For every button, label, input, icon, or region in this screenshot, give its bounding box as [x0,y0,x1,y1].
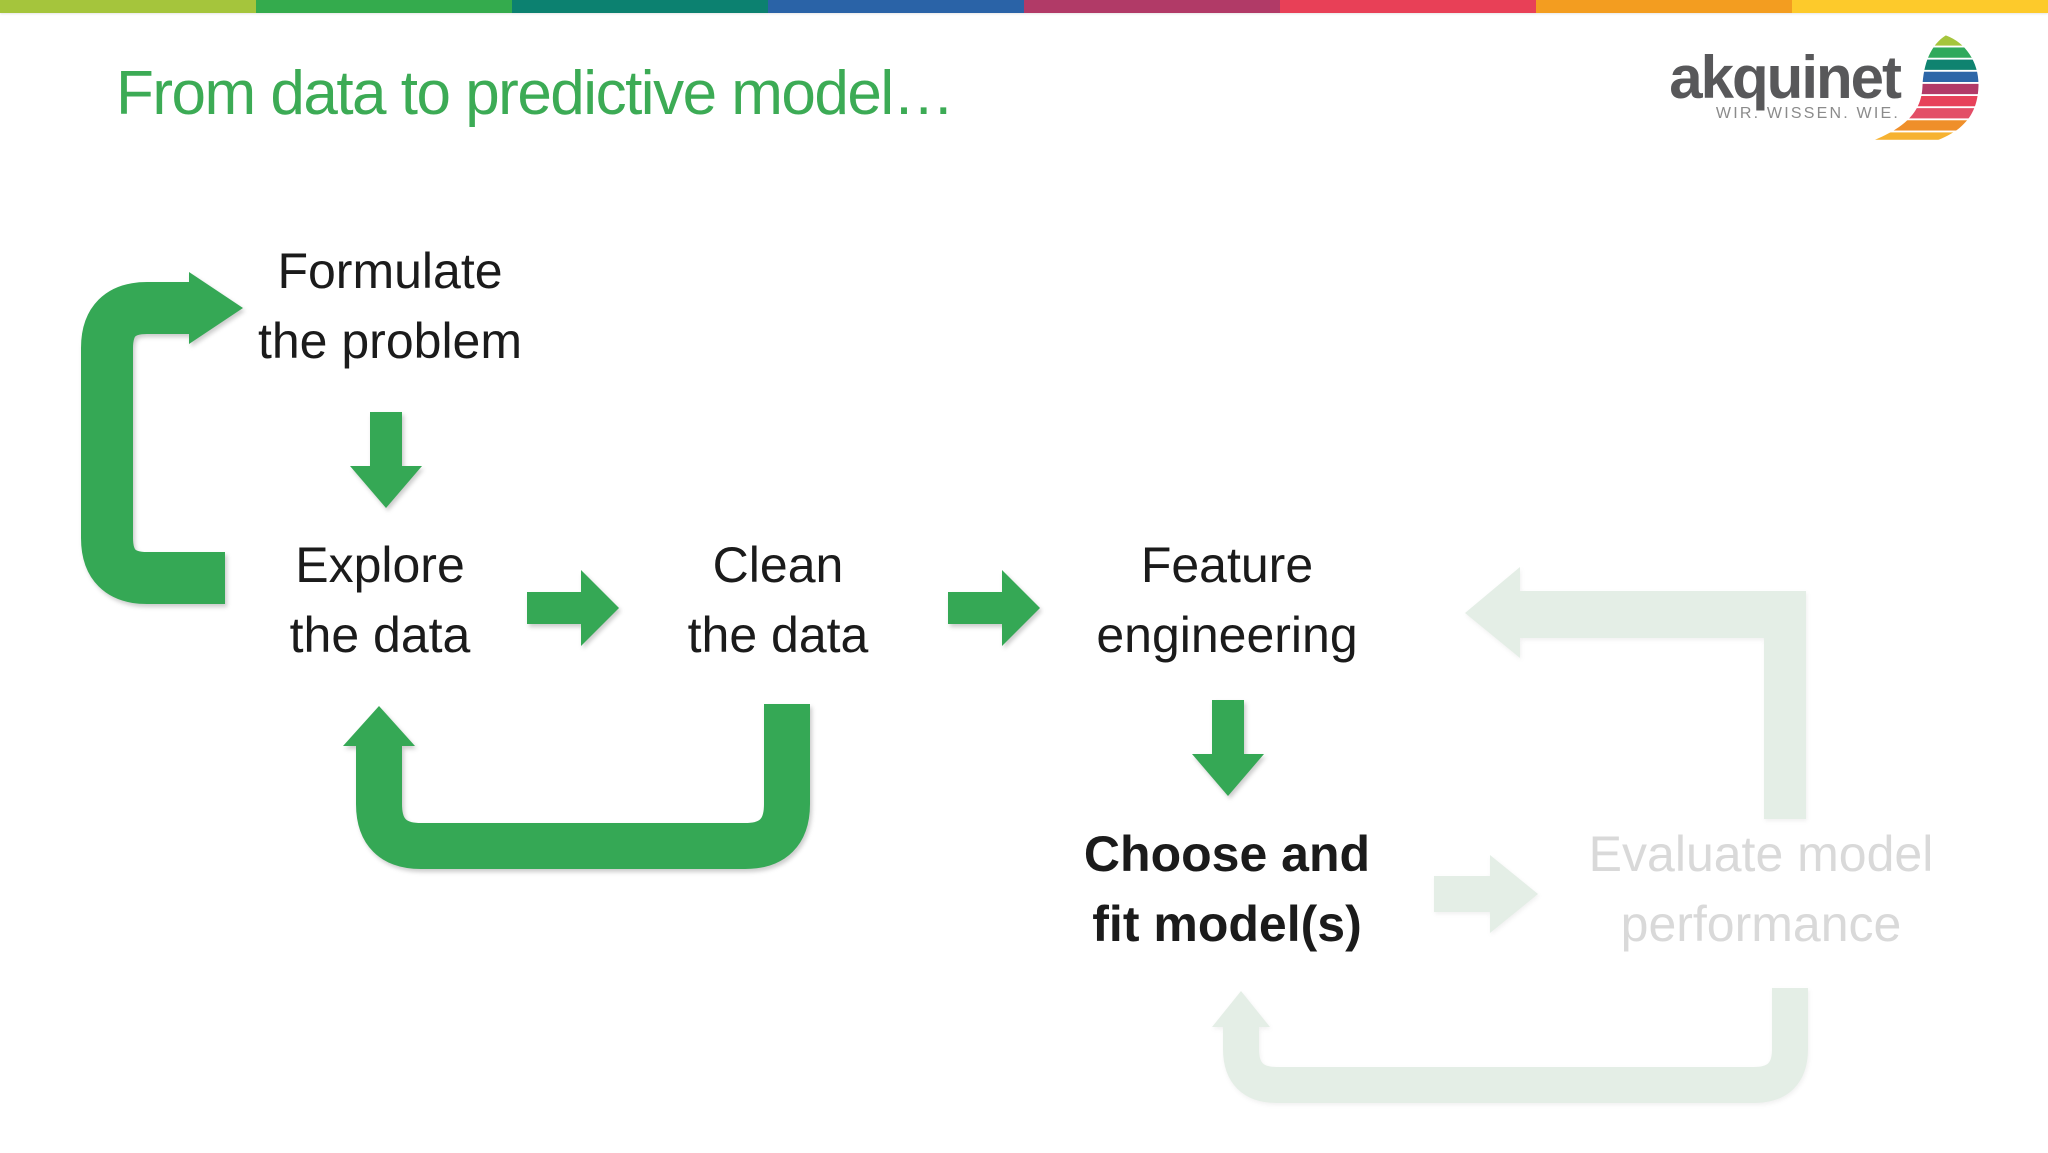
node-label-line: Explore [295,537,465,593]
arrow-down-formulate-to-explore-icon [350,412,422,508]
color-bar-segment [768,0,1024,13]
node-label-line: Choose and [1083,826,1371,882]
node-choose-fit-model: Choose and fit model(s) [1027,819,1427,959]
color-bar-segment [256,0,512,13]
node-label-line: performance [1620,896,1902,952]
loop-arrow-explore-to-formulate-icon [81,272,243,604]
node-formulate-problem: Formulate the problem [140,236,640,376]
loop-arrow-evaluate-to-choose-icon [1212,988,1808,1103]
color-bar-segment [1280,0,1536,13]
arrow-right-explore-to-clean-icon [527,570,619,646]
node-clean-data: Clean the data [578,530,978,670]
node-label-line: fit model(s) [1092,896,1362,952]
loop-arrow-evaluate-to-feature-icon [1465,567,1806,819]
color-bar-segment [1536,0,1792,13]
arrow-down-feature-to-choose-icon [1192,700,1264,796]
slide-title: From data to predictive model… [116,59,955,128]
color-bar-segment [0,0,256,13]
node-explore-data: Explore the data [180,530,580,670]
node-label-line: the data [289,607,471,663]
node-label-line: the data [687,607,869,663]
node-label-line: the problem [257,313,523,369]
node-label-line: Formulate [277,243,503,299]
logo-sail-icon [1874,35,1979,140]
node-label-line: Clean [712,537,844,593]
logo-wordmark: akquinet [1669,44,1902,111]
node-feature-engineering: Feature engineering [1027,530,1427,670]
color-bar-segment [512,0,768,13]
arrow-right-clean-to-feature-icon [948,570,1040,646]
color-bar-segment [1792,0,2048,13]
node-label-line: Feature [1140,537,1314,593]
loop-arrow-clean-to-explore-icon [343,704,810,869]
akquinet-logo: akquinet WIR. WISSEN. WIE. [1655,33,1995,151]
node-label-line: engineering [1096,607,1358,663]
color-bar-segment [1024,0,1280,13]
node-label-line: Evaluate model [1588,826,1934,882]
logo-tagline: WIR. WISSEN. WIE. [1715,105,1900,122]
top-color-bar [0,0,2048,13]
node-evaluate-performance: Evaluate model performance [1561,819,1961,959]
arrow-right-choose-to-evaluate-icon [1434,855,1538,933]
